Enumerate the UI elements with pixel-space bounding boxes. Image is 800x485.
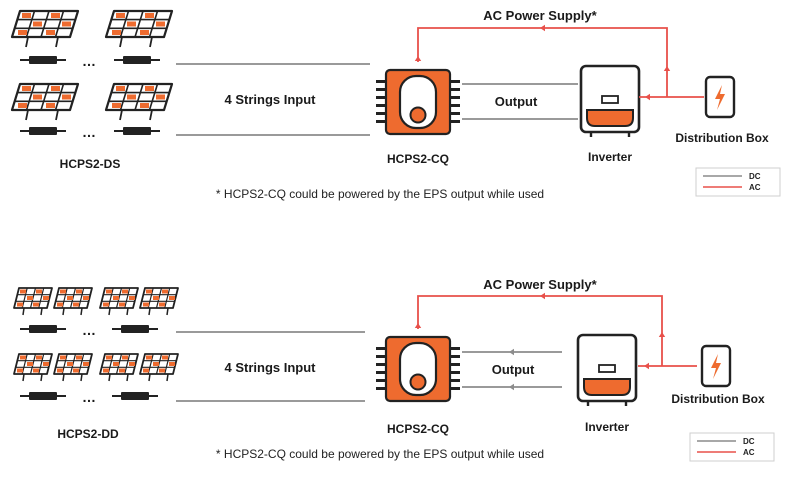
ellipsis-text: …	[82, 124, 96, 140]
strings-input-label: 4 Strings Input	[225, 92, 317, 107]
optimizer-icon	[19, 55, 67, 65]
optimizer-icon	[113, 126, 161, 136]
arrow-icon	[540, 24, 545, 32]
legend-ac-label: AC	[749, 183, 761, 192]
arrow-icon	[663, 66, 671, 71]
distribution-box-label: Distribution Box	[675, 131, 769, 145]
optimizer-icon	[111, 391, 159, 401]
optimizer-icon	[111, 324, 159, 334]
solar-panel-icon	[13, 287, 53, 316]
ellipsis-text: …	[82, 389, 96, 405]
diagram-top: … … HCPS2-DS 4 Strings Input HCPS2-CQ Ou…	[10, 8, 781, 201]
solar-array-bottom: … …	[13, 287, 179, 405]
arrow-icon	[414, 56, 422, 61]
controller-icon	[374, 68, 462, 136]
optimizer-icon	[19, 324, 67, 334]
solar-panel-icon	[10, 9, 80, 49]
ellipsis-text: …	[82, 53, 96, 69]
ac-power-label: AC Power Supply*	[483, 8, 597, 23]
controller-icon	[374, 335, 462, 403]
legend-dc-label: DC	[749, 172, 761, 181]
controller-label: HCPS2-CQ	[387, 152, 449, 166]
output-label: Output	[495, 94, 538, 109]
legend-dc-label: DC	[743, 437, 755, 446]
arrow-icon	[645, 93, 650, 101]
output-label: Output	[492, 362, 535, 377]
ellipsis-text: …	[82, 322, 96, 338]
solar-panel-icon	[139, 287, 179, 316]
solar-panel-icon	[53, 287, 93, 316]
legend: DC AC	[689, 432, 775, 462]
optimizer-icon	[113, 55, 161, 65]
arrow-icon	[509, 383, 514, 391]
strings-input-label: 4 Strings Input	[225, 360, 317, 375]
inverter-label: Inverter	[588, 150, 632, 164]
arrow-icon	[414, 323, 422, 328]
ac-power-label: AC Power Supply*	[483, 277, 597, 292]
distribution-box-label: Distribution Box	[671, 392, 765, 406]
distribution-box-icon	[704, 75, 736, 119]
device-label: HCPS2-DD	[57, 427, 119, 441]
legend-ac-label: AC	[743, 448, 755, 457]
solar-panel-icon	[10, 82, 80, 122]
legend: DC AC	[695, 167, 781, 197]
footnote: * HCPS2-CQ could be powered by the EPS o…	[216, 187, 544, 201]
solar-panel-icon	[99, 287, 139, 316]
footnote: * HCPS2-CQ could be powered by the EPS o…	[216, 447, 544, 461]
device-label: HCPS2-DS	[60, 157, 121, 171]
diagram-bottom: … … HCPS2-DD 4 Strings Input HCPS2-CQ Ou…	[13, 277, 775, 462]
optimizer-icon	[19, 391, 67, 401]
solar-panel-icon	[99, 353, 139, 382]
solar-panel-icon	[104, 9, 174, 49]
solar-panel-icon	[104, 82, 174, 122]
solar-panel-icon	[13, 353, 53, 382]
arrow-icon	[540, 292, 545, 300]
inverter-label: Inverter	[585, 420, 629, 434]
arrow-icon	[509, 348, 514, 356]
arrow-icon	[644, 362, 649, 370]
solar-panel-icon	[53, 353, 93, 382]
distribution-box-icon	[700, 344, 732, 388]
inverter-icon	[579, 64, 641, 139]
arrow-icon	[658, 332, 666, 337]
solar-array-top: … …	[10, 9, 174, 140]
solar-panel-icon	[139, 353, 179, 382]
controller-label: HCPS2-CQ	[387, 422, 449, 436]
optimizer-icon	[19, 126, 67, 136]
inverter-icon	[576, 333, 638, 408]
